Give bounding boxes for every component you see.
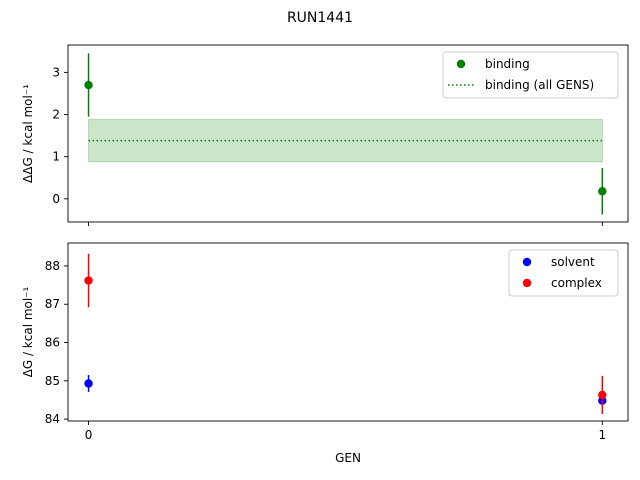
- point-complex-0: [84, 276, 93, 285]
- y-tick-label: 2: [52, 108, 60, 122]
- y-tick-label: 88: [45, 259, 60, 273]
- point-complex-1: [598, 390, 607, 400]
- legend-label: binding (all GENS): [485, 78, 594, 92]
- legend: binding binding (all GENS): [442, 51, 619, 99]
- legend-label: complex: [551, 276, 602, 290]
- axes-frame: [67, 44, 629, 223]
- legend-box: [442, 51, 619, 99]
- y-tick-label: 87: [45, 297, 60, 311]
- legend-box: [508, 249, 619, 297]
- figure-title: RUN1441: [287, 10, 353, 26]
- y-tick-label: 0: [52, 192, 60, 206]
- y-tick-label: 86: [45, 336, 60, 350]
- chart-panel-2: 84 85 86 87 88 0 1 ΔG / kcal mol⁻¹ GEN solvent com…: [21, 242, 629, 465]
- legend: solvent complex: [508, 249, 619, 297]
- axes-frame: [67, 242, 629, 422]
- legend-marker-solvent: [522, 257, 532, 267]
- legend-marker-complex: [522, 278, 532, 288]
- legend-label: binding: [485, 57, 530, 71]
- x-tick-label: 0: [85, 428, 93, 442]
- y-tick-label: 3: [52, 65, 60, 79]
- y-tick-label: 84: [45, 412, 60, 426]
- y-axis-label: ΔG / kcal mol⁻¹: [21, 286, 35, 377]
- point-binding-1: [598, 187, 607, 196]
- x-tick-label: 1: [598, 428, 606, 442]
- y-tick-label: 1: [52, 150, 60, 164]
- point-binding-0: [84, 80, 93, 90]
- x-axis-label: GEN: [335, 451, 361, 465]
- legend-label: solvent: [551, 255, 595, 269]
- y-axis-label: ΔΔG / kcal mol⁻¹: [21, 84, 35, 183]
- y-tick-label: 85: [45, 374, 60, 388]
- legend-marker-binding: [456, 59, 466, 69]
- point-solvent-0: [84, 379, 93, 388]
